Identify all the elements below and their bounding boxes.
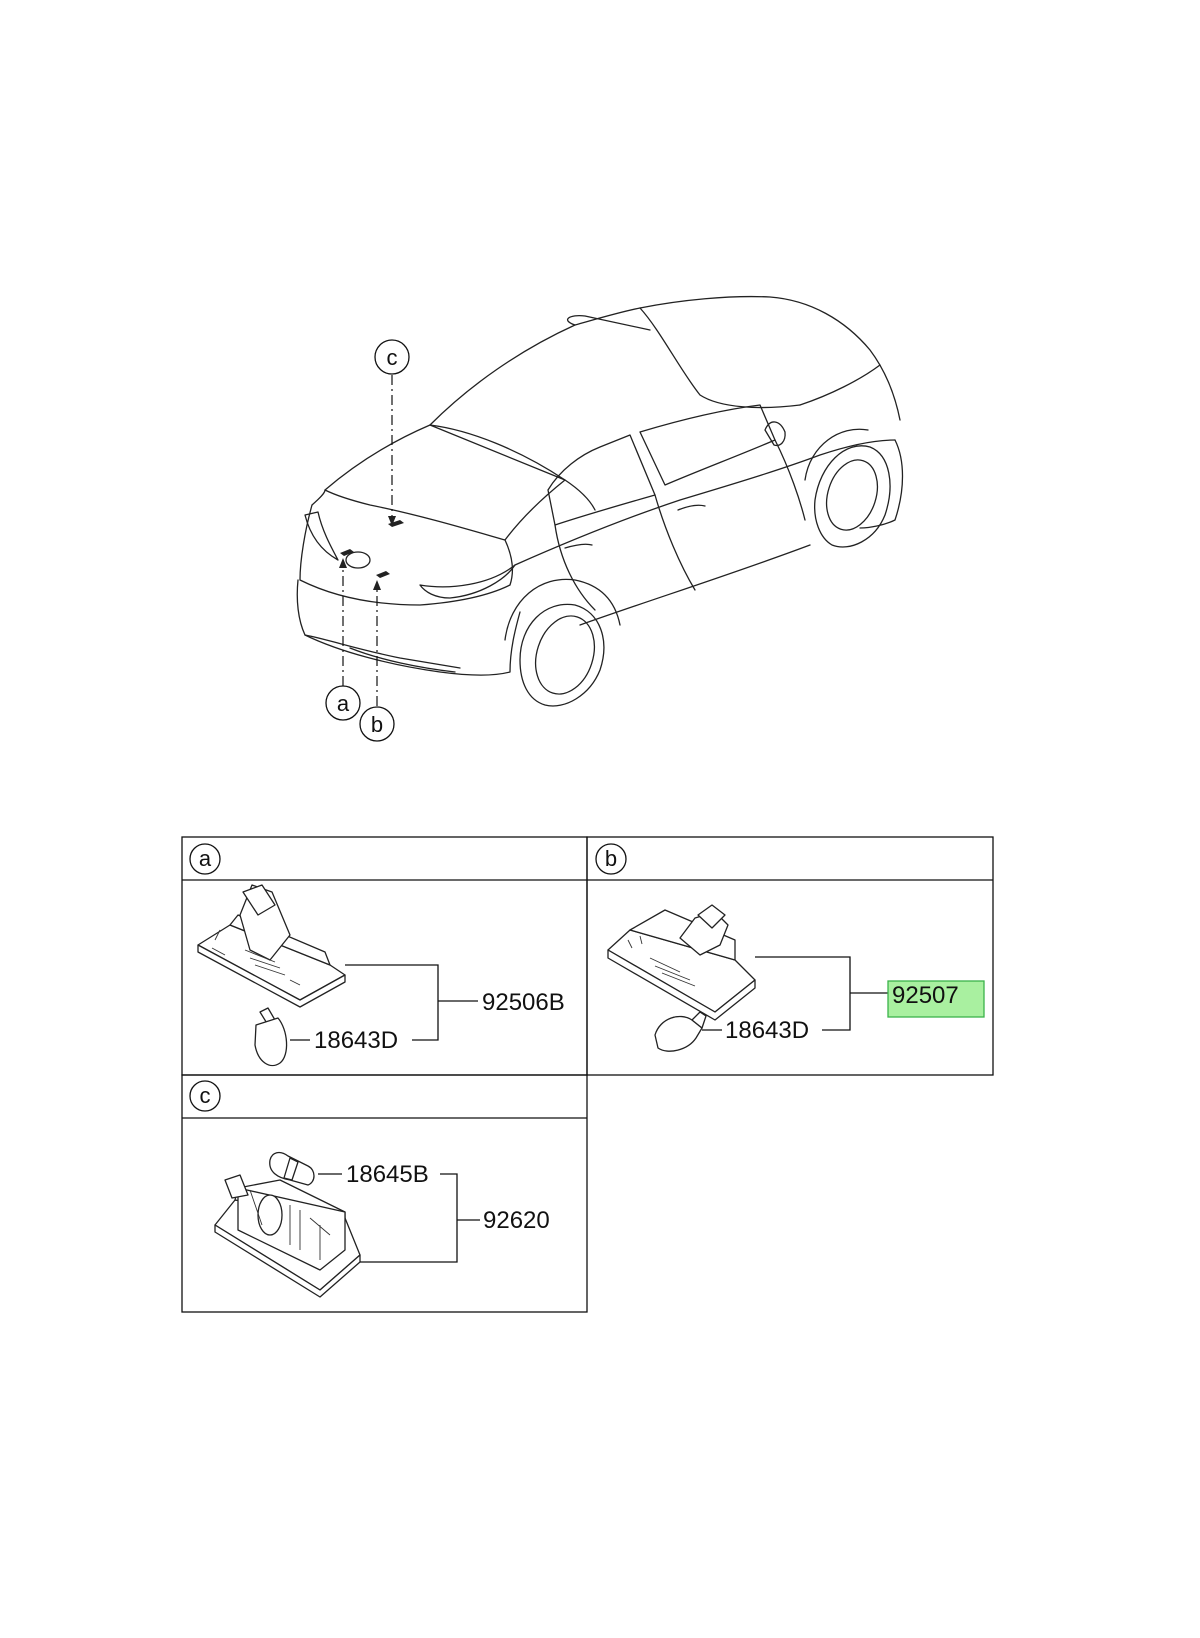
part-number-18643D-b: 18643D: [725, 1017, 809, 1044]
panel-grid: [181, 836, 994, 1313]
panel-a: a 92506B 18643D: [189, 843, 565, 1067]
callout-c: c: [374, 339, 410, 375]
part-number-18643D-a: 18643D: [314, 1027, 398, 1054]
part-number-92506B: 92506B: [482, 989, 565, 1016]
panel-b-label: b: [605, 846, 617, 871]
callout-b: b: [359, 706, 395, 742]
callout-leaders: [339, 375, 396, 706]
panel-c: c 18645B 92620: [189, 1080, 550, 1298]
lamp-housing-a: [197, 884, 346, 1008]
part-number-92507: 92507: [892, 982, 959, 1009]
lamp-housing-c: [214, 1174, 361, 1298]
bulb-b: [654, 1011, 707, 1052]
bulb-c: [269, 1151, 315, 1186]
car-illustration: [296, 295, 904, 707]
highlight-box: [887, 980, 985, 1018]
part-number-92620: 92620: [483, 1207, 550, 1234]
part-number-18645B: 18645B: [346, 1161, 429, 1188]
svg-text:c: c: [387, 345, 398, 370]
lamp-housing-b: [607, 904, 756, 1021]
bulb-a: [254, 1007, 288, 1067]
panel-b: b 92507 18643D: [595, 843, 985, 1052]
svg-text:a: a: [337, 691, 350, 716]
panel-a-label: a: [199, 846, 212, 871]
svg-text:b: b: [371, 712, 383, 737]
panel-c-label: c: [200, 1083, 211, 1108]
callout-a: a: [325, 685, 361, 721]
